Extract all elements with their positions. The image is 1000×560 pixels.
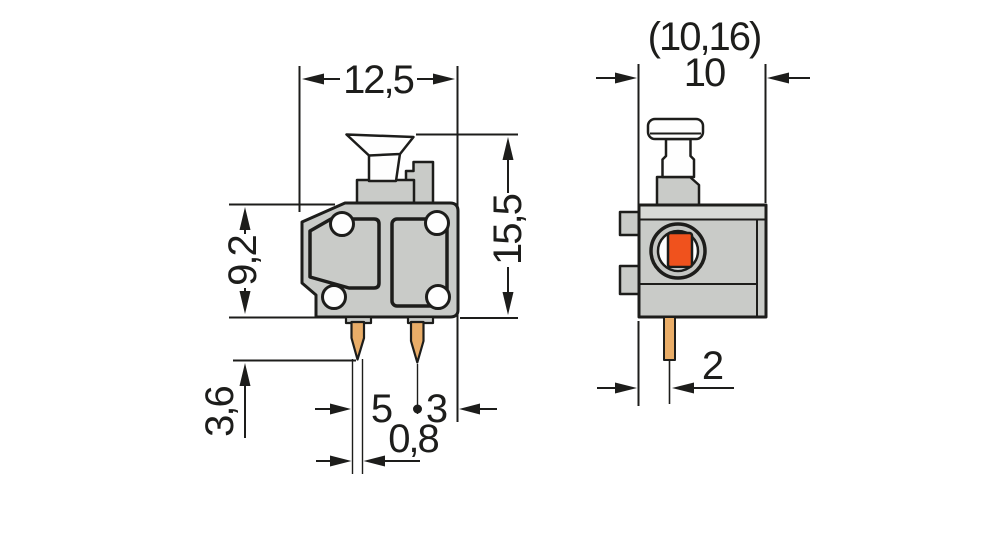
arrowhead-right — [615, 382, 637, 394]
dimension-side-width: (10,16) 10 — [596, 15, 810, 210]
front-pusher-stem — [367, 152, 402, 183]
label-pin-length: 3,6 — [198, 386, 242, 436]
hole-bottom-left — [321, 284, 347, 310]
arrowhead-left — [672, 382, 694, 394]
side-tab-upper — [618, 210, 641, 237]
front-pin-right — [409, 320, 425, 364]
arrowhead-right — [433, 73, 455, 85]
hole-top-right — [424, 210, 450, 236]
arrowhead-right — [615, 72, 637, 84]
arrowhead-left — [302, 73, 324, 85]
front-view — [300, 133, 460, 364]
arrowhead-up — [239, 207, 251, 230]
label-front-width: 12,5 — [343, 58, 414, 102]
arrowhead-left — [459, 403, 480, 415]
side-wire-opening — [666, 231, 694, 269]
arrowhead-down — [239, 291, 251, 314]
front-right-window — [390, 217, 449, 308]
label-side-width: 10 — [684, 51, 725, 95]
dimension-pin-length: 3,6 — [198, 359, 356, 438]
label-pin-spacing: 5 — [371, 387, 392, 431]
side-pusher-stem — [661, 137, 696, 179]
dimension-dot — [413, 404, 422, 414]
side-pin — [663, 316, 676, 361]
arrowhead-up — [239, 363, 251, 386]
dimension-body-height: 9,2 — [221, 203, 335, 319]
label-pin-offset: 2 — [702, 344, 723, 388]
label-edge-distance: 3 — [426, 387, 447, 431]
arrowhead-left — [363, 455, 385, 467]
side-top-strip — [640, 206, 765, 220]
side-tab-lower — [618, 264, 641, 296]
front-pedestal — [355, 178, 416, 205]
arrowhead-left — [767, 72, 789, 84]
hole-top-left — [329, 211, 355, 237]
front-pusher-cap — [345, 133, 415, 157]
arrowhead-right — [330, 455, 352, 467]
front-left-window — [308, 217, 381, 290]
label-alt-width: (10,16) — [648, 15, 761, 59]
side-view — [618, 117, 768, 404]
dimension-total-height: 15,5 — [416, 133, 530, 319]
label-pin-width: 0,8 — [388, 417, 438, 461]
front-pin-left — [350, 320, 366, 361]
label-body-height: 9,2 — [221, 235, 265, 285]
dimension-pin-width: 0,8 — [316, 359, 441, 474]
side-pusher-cap — [646, 117, 705, 141]
arrowhead-up — [502, 137, 514, 160]
dimension-pin-offset: 2 — [597, 321, 734, 406]
side-pedestal — [655, 175, 701, 207]
arrowhead-right — [330, 403, 351, 415]
dimension-pin-spacing: 5 3 — [315, 364, 497, 431]
label-total-height: 15,5 — [486, 194, 530, 265]
arrowhead-down — [502, 292, 514, 315]
dimension-front-width: 12,5 — [298, 58, 459, 422]
hole-bottom-right — [425, 284, 451, 310]
